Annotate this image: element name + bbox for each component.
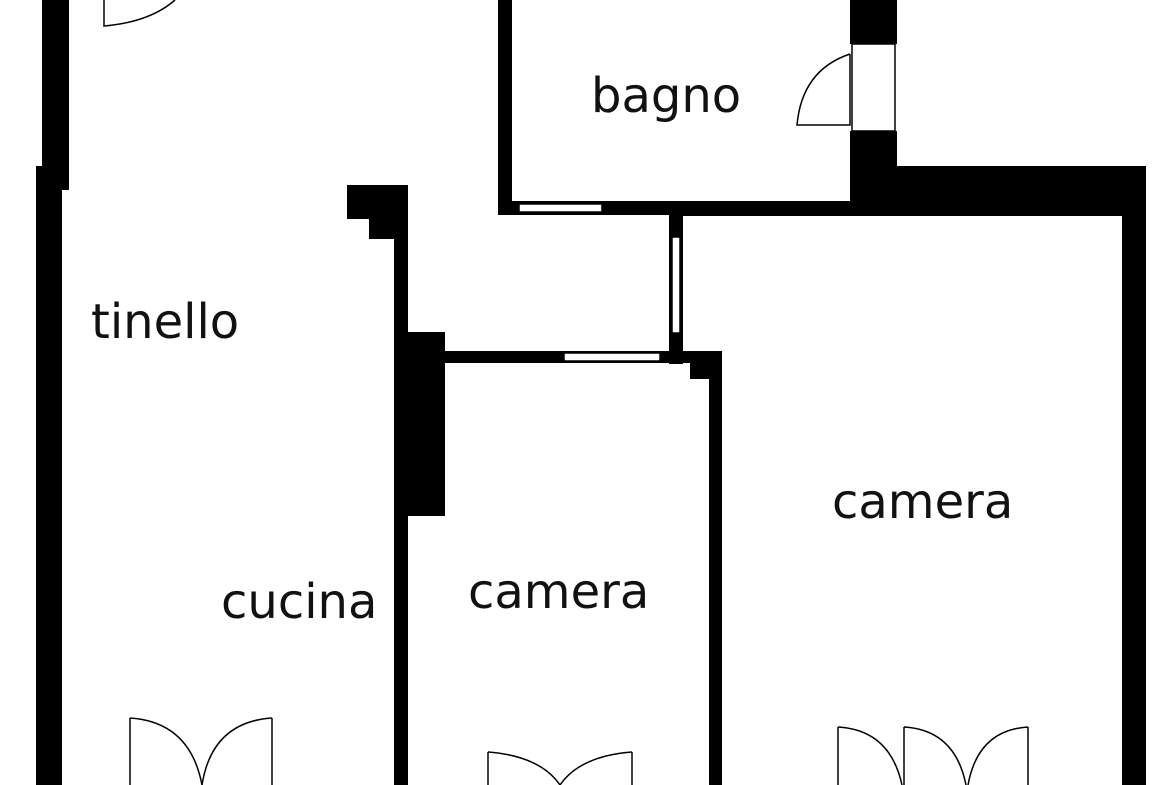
wall-camera-large-top <box>880 166 1146 216</box>
wall-camera-large-top-left <box>669 201 909 216</box>
window-bagno-bottom <box>518 203 603 213</box>
wall-pillar <box>406 332 445 516</box>
door-camera-large-1 <box>837 726 903 785</box>
room-labels: bagno tinello cucina camera camera <box>91 68 1013 630</box>
door-cucina-right <box>201 717 273 785</box>
wall-camera-right <box>709 351 722 785</box>
label-cucina: cucina <box>221 574 377 630</box>
label-bagno: bagno <box>591 68 741 124</box>
windows <box>518 43 896 362</box>
wall-partition-kitchen <box>394 185 408 785</box>
label-camera-large: camera <box>832 474 1013 530</box>
window-camera-top <box>563 352 661 362</box>
walls <box>36 0 1146 785</box>
label-tinello: tinello <box>91 294 239 350</box>
wall-jamb-1 <box>347 185 407 219</box>
wall-jamb-2 <box>369 215 407 239</box>
wall-camera-large-right <box>1122 166 1146 785</box>
window-corridor <box>671 236 681 334</box>
door-camera-large-3 <box>967 726 1029 785</box>
wall-bagno-right-top <box>850 0 897 44</box>
label-camera-small: camera <box>468 564 649 620</box>
doors <box>103 0 1029 785</box>
door-cucina-left <box>129 717 203 785</box>
door-camera-small-right <box>559 751 633 785</box>
door-camera-large-2 <box>903 726 967 785</box>
wall-outer-left <box>36 166 62 785</box>
door-top-left <box>103 0 176 27</box>
door-camera-small-left <box>487 751 561 785</box>
wall-bagno-left <box>498 0 512 214</box>
opening-bagno-door <box>851 43 896 132</box>
wall-upper-left <box>42 0 69 190</box>
door-bagno <box>796 53 851 126</box>
